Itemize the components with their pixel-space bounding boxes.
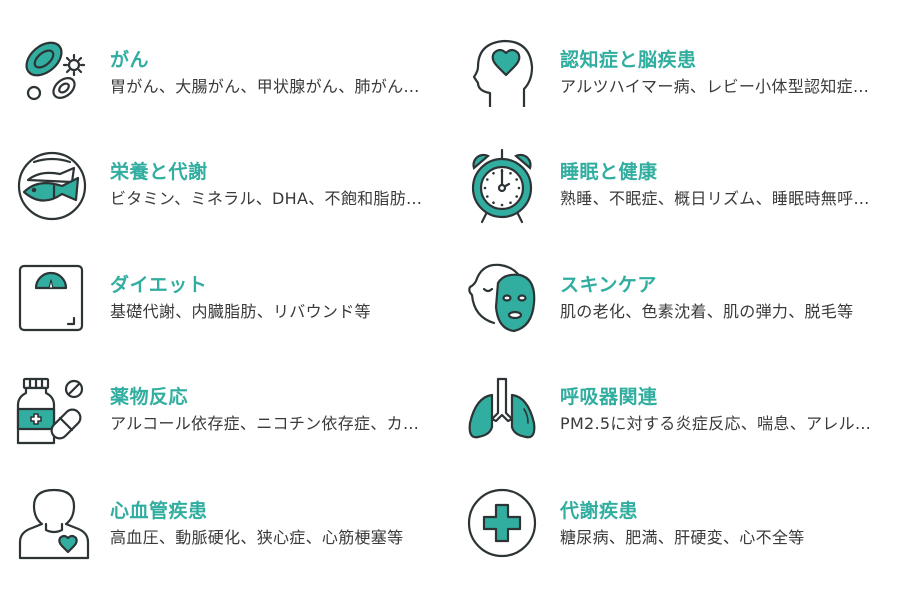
scale-icon xyxy=(14,260,90,336)
category-title: 薬物反応 xyxy=(110,386,189,408)
category-title: スキンケア xyxy=(560,274,657,296)
category-title: ダイエット xyxy=(110,274,208,296)
category-description: アルコール依存症、ニコチン依存症、カ… xyxy=(110,414,420,433)
category-description: 高血圧、動脈硬化、狭心症、心筋梗塞等 xyxy=(110,528,404,547)
category-description: 胃がん、大腸がん、甲状腺がん、肺がん… xyxy=(110,77,420,96)
category-description: 糖尿病、肥満、肝硬変、心不全等 xyxy=(560,528,805,547)
category-description: アルツハイマー病、レビー小体型認知症… xyxy=(560,77,870,96)
category-description: 肌の老化、色素沈着、肌の弾力、脱毛等 xyxy=(560,302,854,321)
cells-icon xyxy=(14,35,90,111)
category-item-cancer[interactable]: がん 胃がん、大腸がん、甲状腺がん、肺がん… xyxy=(0,28,440,118)
category-item-nutrition[interactable]: 栄養と代謝 ビタミン、ミネラル、DHA、不飽和脂肪… xyxy=(0,140,440,230)
head-heart-icon xyxy=(466,35,542,111)
category-item-cardiovascular[interactable]: 心血管疾患 高血圧、動脈硬化、狭心症、心筋梗塞等 xyxy=(0,477,440,567)
category-item-diet[interactable]: ダイエット 基礎代謝、内臓脂肪、リバウンド等 xyxy=(0,253,440,343)
face-mask-icon xyxy=(464,259,540,335)
lungs-icon xyxy=(464,373,540,449)
category-item-sleep[interactable]: 睡眠と健康 熟睡、不眠症、概日リズム、睡眠時無呼… xyxy=(450,140,890,230)
category-title: 認知症と脳疾患 xyxy=(560,49,697,71)
category-title: 睡眠と健康 xyxy=(560,161,658,183)
category-description: 熟睡、不眠症、概日リズム、睡眠時無呼… xyxy=(560,189,870,208)
category-item-skincare[interactable]: スキンケア 肌の老化、色素沈着、肌の弾力、脱毛等 xyxy=(450,253,890,343)
medical-cross-icon xyxy=(464,485,540,561)
category-title: 心血管疾患 xyxy=(110,500,208,522)
category-item-metabolic-disease[interactable]: 代謝疾患 糖尿病、肥満、肝硬変、心不全等 xyxy=(450,477,890,567)
category-item-respiratory[interactable]: 呼吸器関連 PM2.5に対する炎症反応、喘息、アレル… xyxy=(450,365,890,455)
alarm-clock-icon xyxy=(464,148,540,224)
fish-plate-icon xyxy=(14,148,90,224)
category-item-dementia[interactable]: 認知症と脳疾患 アルツハイマー病、レビー小体型認知症… xyxy=(450,28,890,118)
person-heart-icon xyxy=(16,486,92,562)
category-description: ビタミン、ミネラル、DHA、不飽和脂肪… xyxy=(110,189,423,208)
category-title: 栄養と代謝 xyxy=(110,161,208,183)
category-description: 基礎代謝、内臓脂肪、リバウンド等 xyxy=(110,302,371,321)
category-description: PM2.5に対する炎症反応、喘息、アレル… xyxy=(560,414,872,433)
category-title: 代謝疾患 xyxy=(560,500,639,522)
category-item-drug-response[interactable]: 薬物反応 アルコール依存症、ニコチン依存症、カ… xyxy=(0,365,440,455)
category-title: 呼吸器関連 xyxy=(560,386,658,408)
category-title: がん xyxy=(110,49,150,71)
medicine-bottle-icon xyxy=(14,373,90,449)
